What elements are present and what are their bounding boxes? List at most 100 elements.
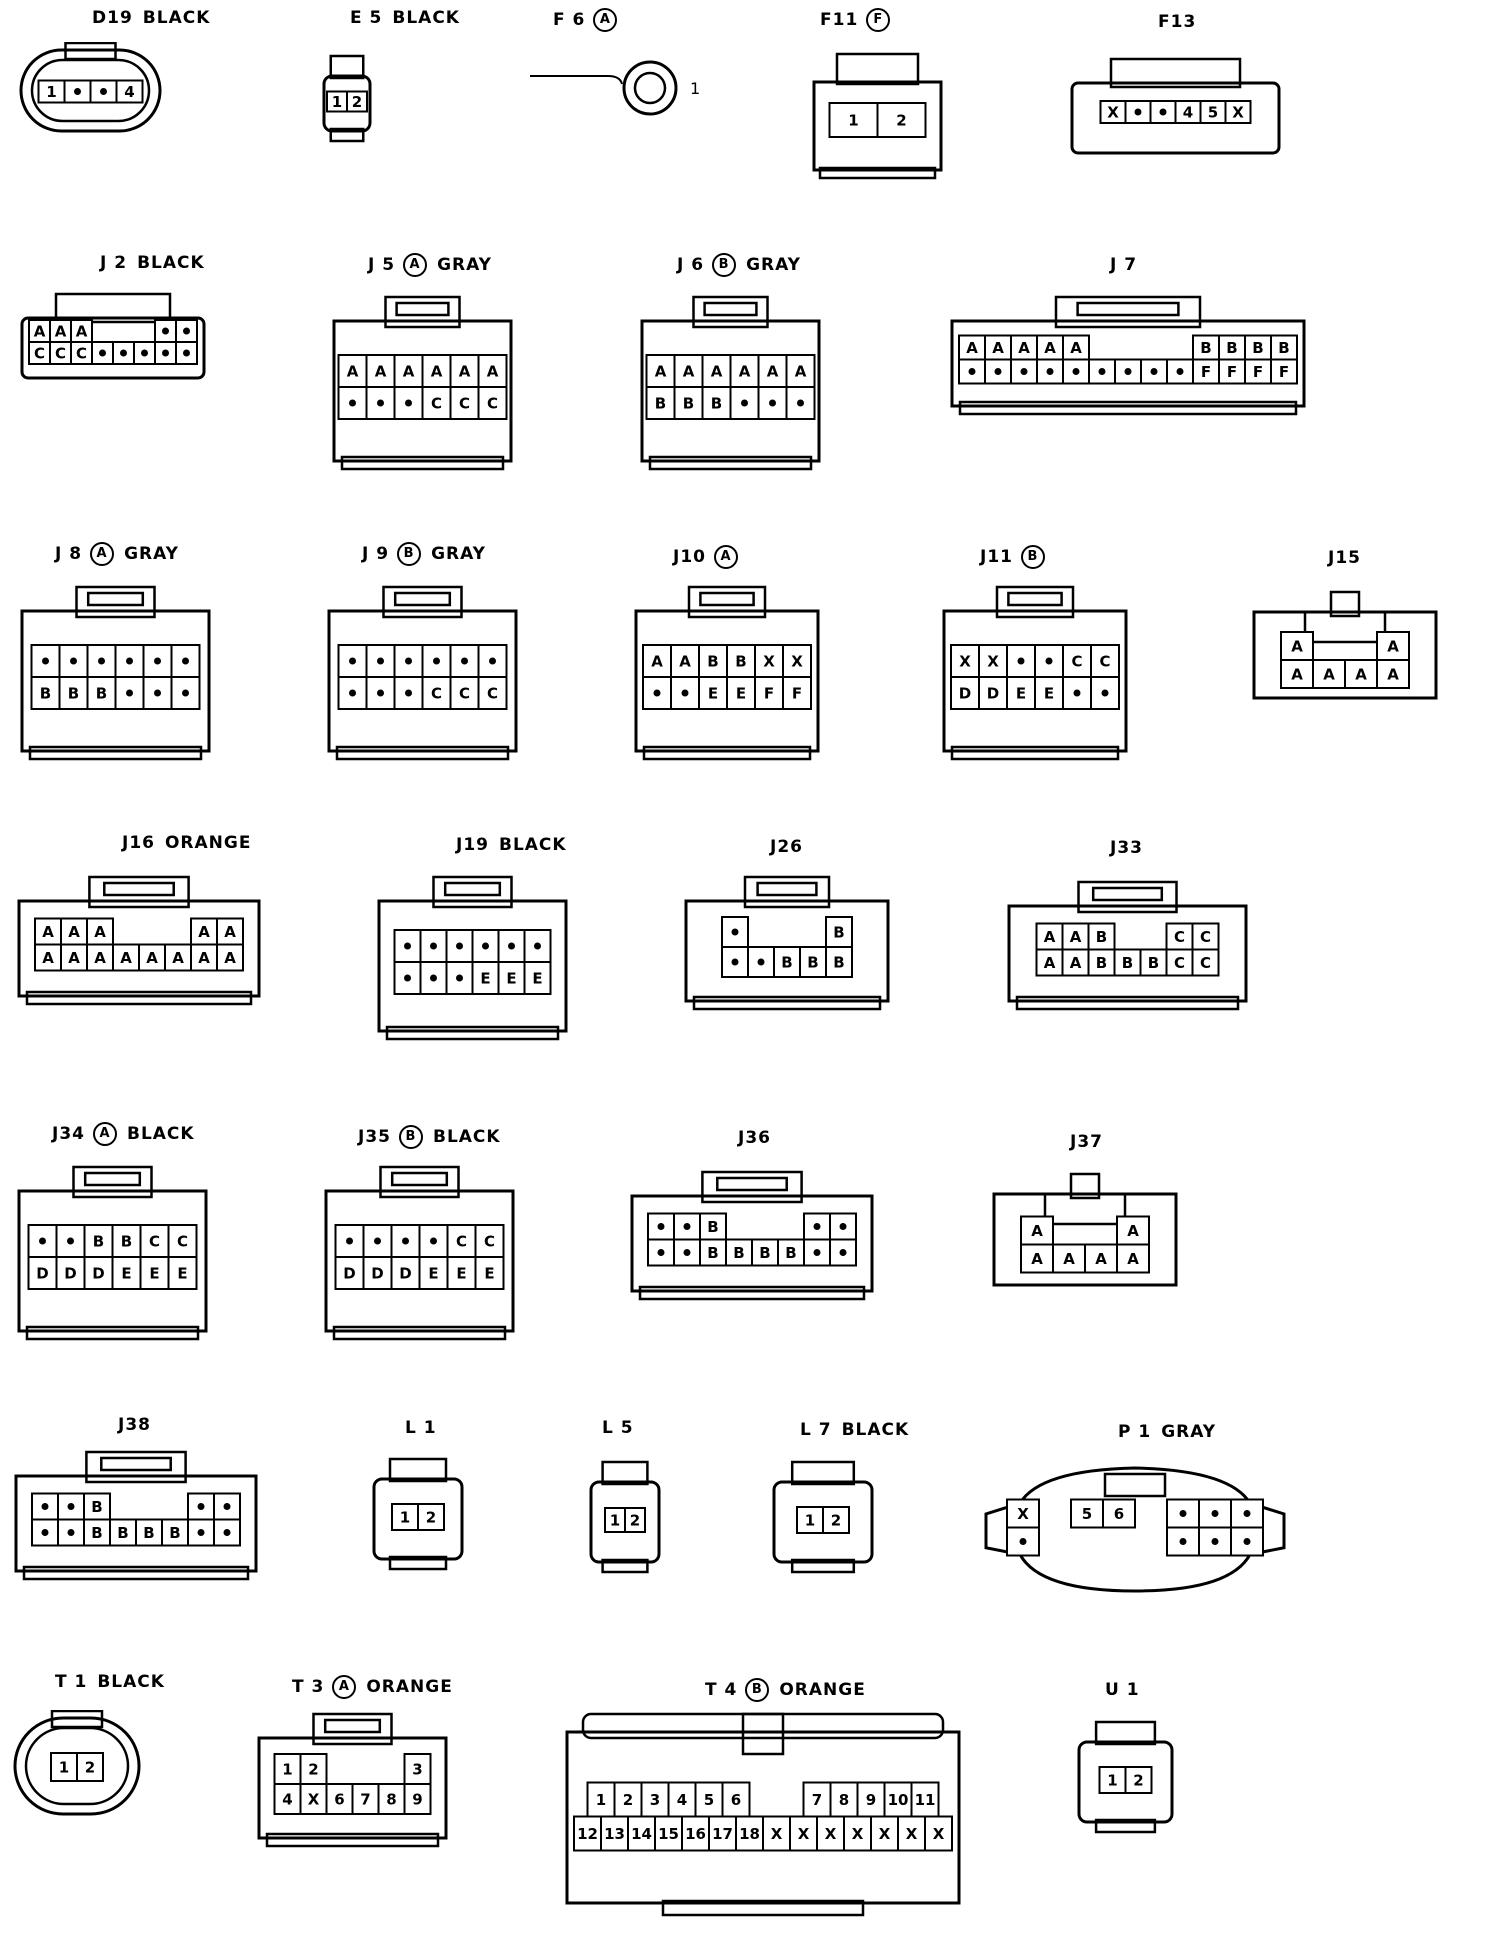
- connector-code: F11: [820, 10, 859, 30]
- pin-empty-dot: [1073, 689, 1081, 697]
- pin-label: B: [1226, 339, 1237, 357]
- pin-label: A: [767, 363, 779, 381]
- connector-code: J 8: [55, 544, 83, 564]
- pin-empty-dot: [99, 349, 106, 357]
- connector-title-u1: U 1: [1105, 1680, 1144, 1700]
- connector-code: J15: [1328, 548, 1361, 568]
- connector-code: P 1: [1118, 1422, 1152, 1442]
- connector-code: T 4: [705, 1680, 738, 1700]
- pin-label: A: [1323, 666, 1335, 684]
- pin-label: A: [1387, 638, 1399, 656]
- connector-code: J 2: [100, 253, 128, 273]
- connector-title-j16: J16 ORANGE: [122, 833, 251, 853]
- pin-label: B: [143, 1524, 154, 1542]
- connector-variant-badge: B: [712, 253, 737, 277]
- connector-color: BLACK: [392, 8, 460, 28]
- connector-color: ORANGE: [164, 833, 252, 853]
- connector-code: J37: [1070, 1132, 1103, 1152]
- pin-label: 5: [704, 1791, 714, 1809]
- pin-empty-dot: [405, 399, 412, 407]
- pin-label: A: [403, 363, 415, 381]
- pin-empty-dot: [405, 689, 412, 697]
- connector-title-j15: J15: [1328, 548, 1365, 568]
- connector-title-j36: J36: [738, 1128, 775, 1148]
- pin-label: A: [1044, 928, 1056, 946]
- connector-color: GRAY: [431, 544, 486, 564]
- pin-empty-dot: [346, 1237, 353, 1245]
- pin-label: A: [1031, 1222, 1043, 1240]
- pin-label: D: [987, 685, 999, 703]
- pin-empty-dot: [377, 657, 384, 665]
- pin-label: D: [36, 1265, 48, 1283]
- pin-label: B: [91, 1498, 102, 1516]
- pin-label: C: [484, 1233, 495, 1251]
- pin-label: A: [34, 323, 46, 341]
- pin-empty-dot: [405, 657, 412, 665]
- pin-empty-dot: [41, 1529, 49, 1536]
- pin-label: 7: [812, 1791, 822, 1809]
- pin-label: A: [120, 949, 132, 967]
- connector-code: J36: [738, 1128, 771, 1148]
- pin-label: 2: [630, 1512, 640, 1530]
- connector-variant-badge: A: [403, 253, 428, 277]
- pin-empty-dot: [70, 657, 77, 665]
- pin-empty-dot: [508, 942, 515, 950]
- pin-label: 2: [85, 1759, 95, 1777]
- connector-color: ORANGE: [779, 1680, 866, 1700]
- pin-empty-dot: [141, 349, 148, 357]
- pin-label: A: [172, 949, 184, 967]
- connector-title-j33: J33: [1110, 838, 1147, 858]
- pin-empty-dot: [1159, 108, 1167, 116]
- pin-label: 1: [805, 1512, 815, 1530]
- connector-color: BLACK: [432, 1127, 501, 1147]
- pin-empty-dot: [1150, 368, 1158, 375]
- connector-code: J 6: [677, 255, 705, 275]
- pin-label: C: [177, 1233, 188, 1251]
- connector-code: J 7: [1110, 255, 1138, 275]
- pin-label: F: [792, 685, 802, 703]
- pin-label: 1: [46, 83, 56, 101]
- pin-label: B: [707, 653, 718, 671]
- pin-label: X: [987, 653, 999, 671]
- connector-title-j7: J 7: [1110, 255, 1141, 275]
- pin-label: D: [959, 685, 971, 703]
- pin-empty-dot: [1046, 368, 1054, 375]
- connector-code: J16: [122, 833, 155, 853]
- pin-label: A: [42, 923, 54, 941]
- pin-label: A: [68, 949, 80, 967]
- pin-label: E: [708, 685, 718, 703]
- pin-label: C: [456, 1233, 467, 1251]
- pin-empty-dot: [197, 1503, 205, 1510]
- pin-empty-dot: [430, 942, 437, 950]
- pin-empty-dot: [100, 88, 107, 95]
- pin-label: 13: [604, 1825, 625, 1843]
- pin-label: A: [1355, 666, 1367, 684]
- pin-label: A: [224, 923, 236, 941]
- pin-label: B: [711, 395, 722, 413]
- pin-empty-dot: [653, 689, 661, 697]
- pin-label: D: [371, 1265, 383, 1283]
- pin-label: A: [431, 363, 443, 381]
- pin-label: 15: [658, 1825, 679, 1843]
- pin-label: D: [343, 1265, 355, 1283]
- pin-empty-dot: [769, 399, 776, 407]
- pin-empty-dot: [1124, 368, 1132, 375]
- pin-label: B: [655, 395, 666, 413]
- pin-label: C: [1200, 954, 1211, 972]
- connector-color: BLACK: [498, 835, 567, 855]
- pin-label: C: [1200, 928, 1211, 946]
- pin-label: 4: [1183, 104, 1193, 122]
- pin-label: A: [375, 363, 387, 381]
